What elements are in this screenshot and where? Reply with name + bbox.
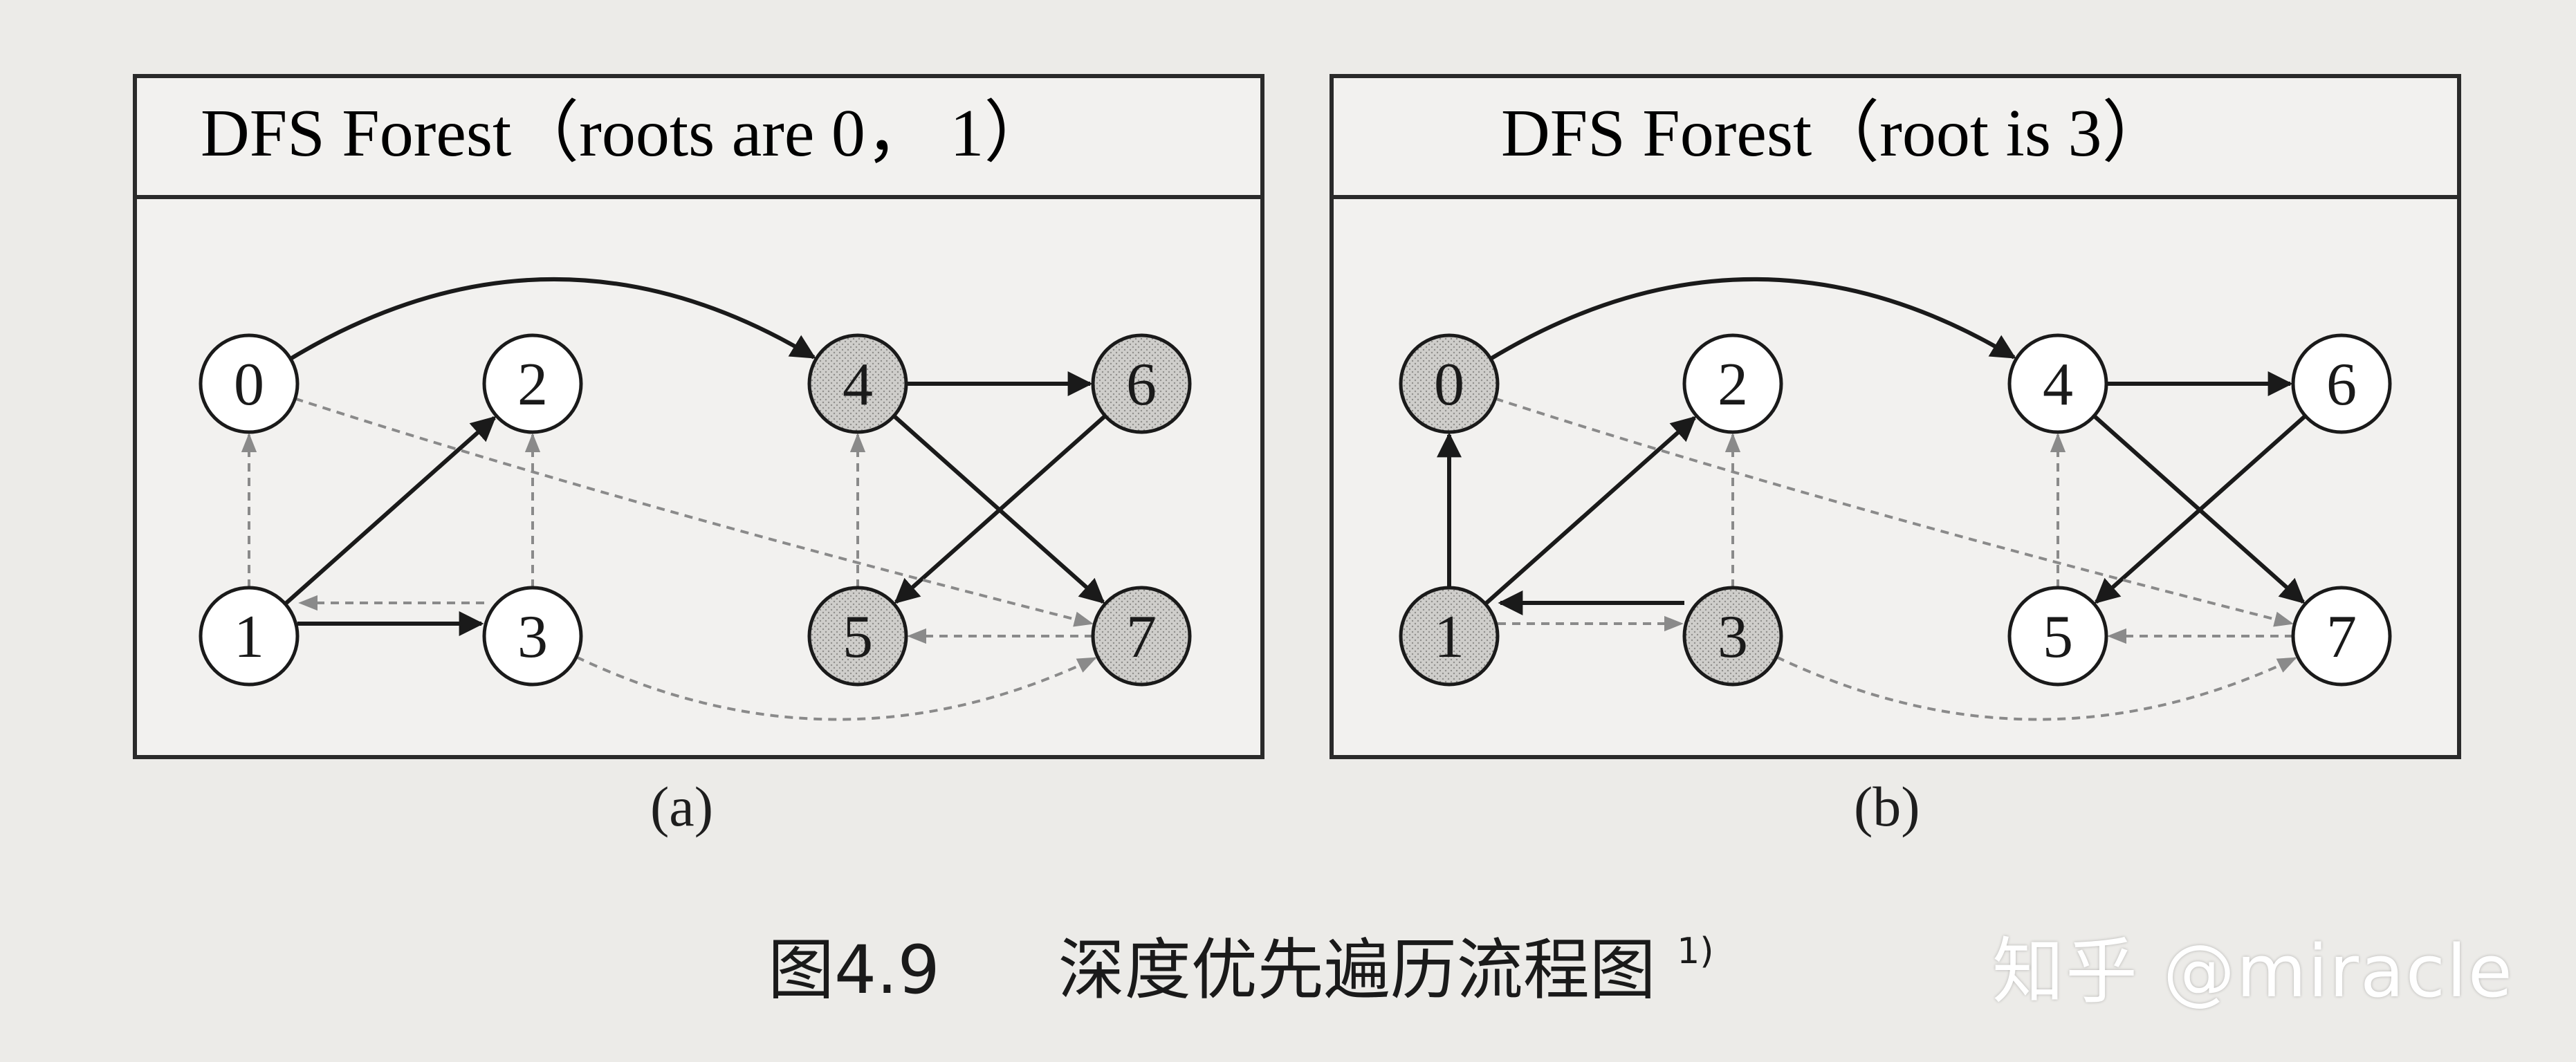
node-label: 3 bbox=[517, 604, 548, 671]
edge-1-to-2-tree bbox=[284, 416, 497, 606]
node-circle bbox=[1682, 333, 1783, 434]
node-circle bbox=[2291, 586, 2392, 687]
graph-node-5: 5 bbox=[2007, 586, 2108, 687]
edge-6-to-5-tree bbox=[2094, 414, 2307, 604]
graph-node-5: 5 bbox=[807, 586, 908, 687]
panel-a-sublabel: (a) bbox=[650, 775, 714, 838]
node-circle bbox=[199, 586, 300, 687]
panel-a-frame bbox=[133, 74, 1264, 759]
graph-node-1: 1 bbox=[1399, 586, 1500, 687]
zhihu-watermark: 知乎 @miracle bbox=[1992, 929, 2514, 1014]
node-label: 0 bbox=[234, 351, 264, 418]
panel-b: DFS Forest（root is 3） 0 1 2 3 4 5 6 7 bbox=[1330, 74, 2461, 759]
footnote-mark: 1) bbox=[1677, 931, 1714, 972]
graph-node-0: 0 bbox=[199, 333, 300, 434]
node-circle bbox=[1091, 586, 1192, 687]
node-circle bbox=[2007, 333, 2108, 434]
node-circle bbox=[1682, 586, 1783, 687]
panel-b-frame bbox=[1330, 74, 2461, 759]
node-label: 5 bbox=[843, 604, 873, 671]
node-circle bbox=[807, 333, 908, 434]
edge-0-to-4-tree bbox=[1489, 277, 2016, 361]
node-label: 1 bbox=[1434, 604, 1464, 671]
graph-node-4: 4 bbox=[2007, 333, 2108, 434]
edge-0-to-4-tree bbox=[289, 277, 816, 361]
node-label: 2 bbox=[1718, 351, 1748, 418]
graph-node-3: 3 bbox=[1682, 586, 1783, 687]
node-label: 6 bbox=[1126, 351, 1157, 418]
panel-b-title: DFS Forest（root is 3） bbox=[1501, 96, 2170, 171]
graph-node-7: 7 bbox=[1091, 586, 1192, 687]
graph-node-1: 1 bbox=[199, 586, 300, 687]
graph-node-2: 2 bbox=[482, 333, 583, 434]
graph-node-2: 2 bbox=[1682, 333, 1783, 434]
panel-a-nodes: 0 1 2 3 4 5 6 7 bbox=[199, 333, 1192, 687]
node-circle bbox=[807, 586, 908, 687]
graph-node-7: 7 bbox=[2291, 586, 2392, 687]
edge-0-to-7-dashed bbox=[1494, 397, 2294, 627]
node-label: 7 bbox=[1126, 604, 1157, 671]
graph-node-3: 3 bbox=[482, 586, 583, 687]
panel-b-sublabel: (b) bbox=[1854, 775, 1920, 838]
panel-a: DFS Forest（roots are 0， 1） 0 1 2 3 4 5 6 7 bbox=[133, 74, 1264, 759]
edge-1-to-2-tree bbox=[1484, 416, 1697, 606]
edge-3-to-7-dashed bbox=[576, 655, 1097, 721]
graph-node-6: 6 bbox=[1091, 333, 1192, 434]
figure-number: 图4.9 bbox=[768, 931, 940, 1009]
node-label: 5 bbox=[2043, 604, 2073, 671]
node-label: 6 bbox=[2326, 351, 2357, 418]
graph-node-4: 4 bbox=[807, 333, 908, 434]
graph-node-6: 6 bbox=[2291, 333, 2392, 434]
node-circle bbox=[199, 333, 300, 434]
node-circle bbox=[2291, 333, 2392, 434]
node-circle bbox=[1091, 333, 1192, 434]
node-label: 4 bbox=[843, 351, 873, 418]
figure-caption: 图4.9 深度优先遍历流程图 1) bbox=[768, 916, 1714, 1012]
node-label: 0 bbox=[1434, 351, 1464, 418]
node-label: 1 bbox=[234, 604, 264, 671]
panel-a-title: DFS Forest（roots are 0， 1） bbox=[201, 96, 1051, 171]
node-label: 4 bbox=[2043, 351, 2073, 418]
node-circle bbox=[1399, 586, 1500, 687]
node-circle bbox=[482, 586, 583, 687]
panel-a-edges bbox=[241, 277, 1107, 721]
node-circle bbox=[1399, 333, 1500, 434]
node-label: 7 bbox=[2326, 604, 2357, 671]
panel-b-edges bbox=[1437, 277, 2307, 721]
panel-b-nodes: 0 1 2 3 4 5 6 7 bbox=[1399, 333, 2392, 687]
figure-caption-text: 深度优先遍历流程图 bbox=[1058, 931, 1656, 1009]
edge-3-to-7-dashed bbox=[1776, 655, 2297, 721]
node-circle bbox=[482, 333, 583, 434]
edge-6-to-5-tree bbox=[894, 414, 1107, 604]
node-label: 2 bbox=[517, 351, 548, 418]
node-circle bbox=[2007, 586, 2108, 687]
edge-0-to-7-dashed bbox=[294, 397, 1094, 627]
node-label: 3 bbox=[1718, 604, 1748, 671]
graph-node-0: 0 bbox=[1399, 333, 1500, 434]
